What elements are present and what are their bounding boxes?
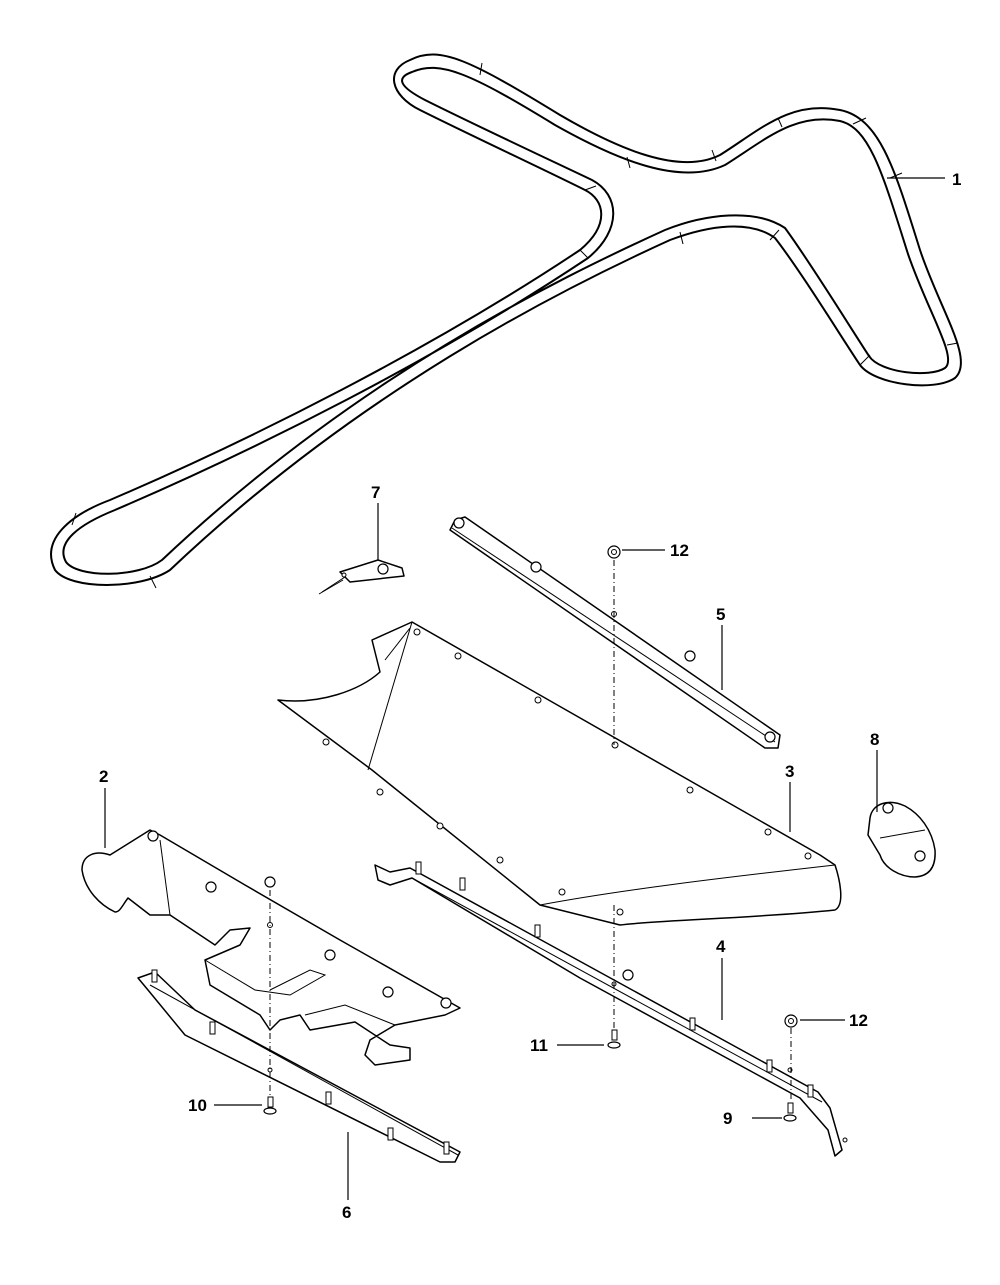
callout-12-top: 12 [670,541,689,560]
callout-7: 7 [371,483,380,502]
drive-belt [50,53,962,589]
left-cover-plate [81,829,461,1066]
side-plate [867,801,936,878]
callout-10: 10 [188,1096,207,1115]
callout-6: 6 [342,1203,351,1222]
small-bracket [318,559,405,595]
callout-9: 9 [723,1109,732,1128]
callout-8: 8 [870,730,879,749]
callout-11: 11 [530,1036,548,1055]
callout-1: 1 [952,170,961,189]
callout-2: 2 [99,767,108,786]
callout-5: 5 [716,605,725,624]
alignment-lines [269,560,792,1100]
callout-4: 4 [716,937,726,956]
lower-right-strip [374,861,848,1157]
callout-12-right: 12 [849,1011,868,1030]
callout-3: 3 [785,762,794,781]
leader-lines [104,177,945,1200]
lower-left-strip [137,969,461,1163]
callout-labels: 1 2 3 4 5 6 7 8 9 10 11 12 12 [99,170,961,1222]
fasteners [263,545,798,1122]
deflector-plate [277,621,842,926]
